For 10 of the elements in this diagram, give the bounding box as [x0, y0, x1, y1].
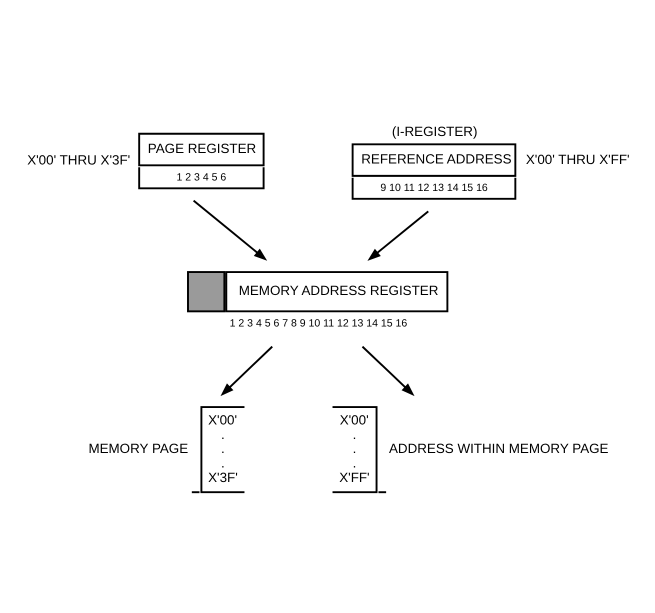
arrow: [362, 345, 415, 396]
node-label: (I-REGISTER): [392, 123, 478, 138]
node-label: X'00' THRU X'FF': [526, 152, 630, 167]
node-text: X'00' . . . X'FF' ADDRESS WITHIN MEMORY PAGE: [339, 412, 608, 484]
node-label: 1 2 3 4 5 6 7 8 9 10 11 12 13 14 15 16: [230, 316, 408, 329]
arrow: [220, 345, 273, 396]
node-label: X'00' THRU X'3F': [27, 152, 130, 168]
arrow: [193, 199, 268, 260]
arrow: [367, 210, 429, 260]
node-text: MEMORY PAGE X'00' . . . X'3F': [88, 412, 238, 484]
